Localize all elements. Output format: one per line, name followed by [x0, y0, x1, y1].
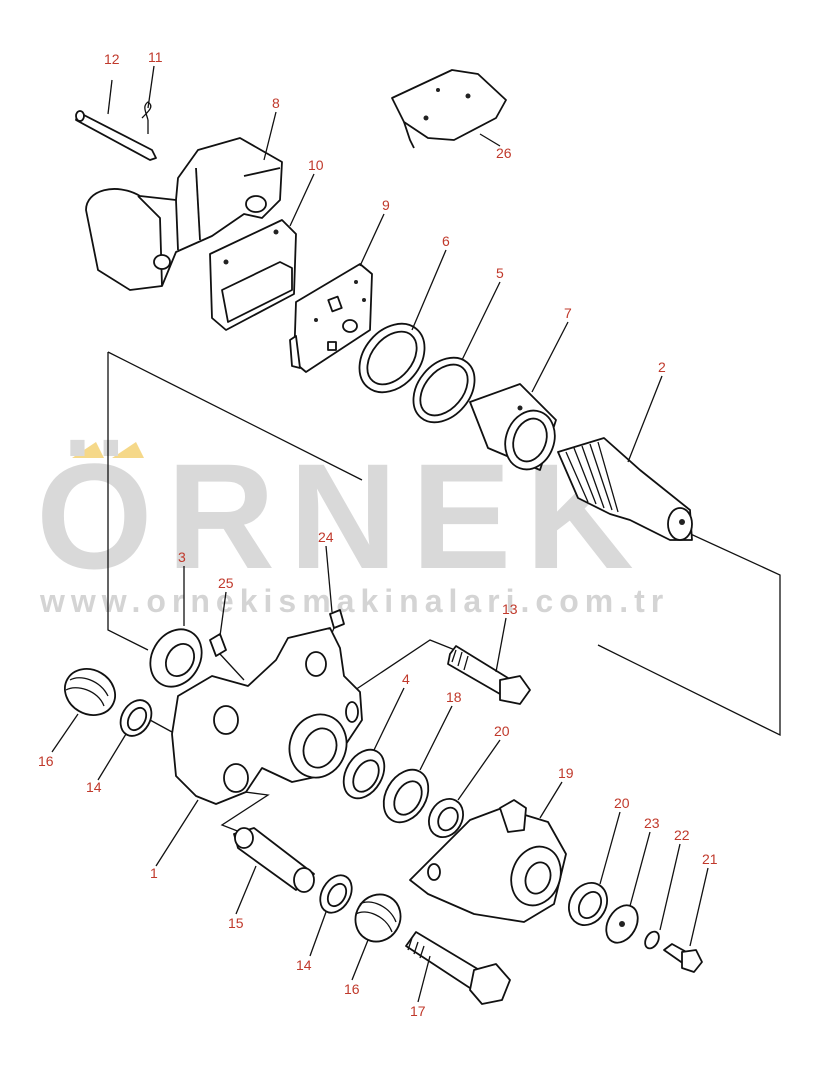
- callout-22: 22: [674, 827, 690, 843]
- part-14-ring-lower: [319, 874, 353, 914]
- part-16-boot-upper: [64, 668, 116, 716]
- callout-14-upper: 14: [86, 779, 102, 795]
- callout-15: 15: [228, 915, 244, 931]
- part-21-bolt: [663, 943, 703, 973]
- callout-6: 6: [442, 233, 450, 249]
- callout-5: 5: [496, 265, 504, 281]
- callout-13: 13: [502, 601, 518, 617]
- part-5-seal-ring: [412, 356, 476, 424]
- callout-7: 7: [564, 305, 572, 321]
- callout-16-upper: 16: [38, 753, 54, 769]
- part-6-ring: [358, 322, 426, 394]
- callout-25: 25: [218, 575, 234, 591]
- watermark-accent-right: [112, 442, 144, 458]
- callout-8: 8: [272, 95, 280, 111]
- part-12-pin: [75, 110, 157, 161]
- watermark-url: www.ornekismakinalari.com.tr: [39, 583, 669, 619]
- part-25-grease-fitting: [209, 633, 245, 681]
- callout-20-upper: 20: [494, 723, 510, 739]
- leader-lines: [51, 65, 709, 1003]
- callout-4: 4: [402, 671, 410, 687]
- callout-14-lower: 14: [296, 957, 312, 973]
- part-4-bearing: [342, 748, 386, 800]
- callout-21: 21: [702, 851, 718, 867]
- callout-1: 1: [150, 865, 158, 881]
- watermark-brand: ÖRNEK: [36, 432, 648, 600]
- part-2-splined-shaft: [557, 437, 693, 541]
- callout-24: 24: [318, 529, 334, 545]
- part-9-port-plate: [289, 263, 373, 373]
- part-13-bolt: [447, 645, 531, 705]
- part-1-housing: [171, 627, 363, 805]
- callout-20-lower: 20: [614, 795, 630, 811]
- part-11-clip: [141, 101, 152, 134]
- part-7-sleeve: [469, 383, 557, 471]
- part-14-ring-upper: [119, 699, 153, 737]
- part-20-bushing-left: [428, 798, 464, 838]
- part-10-gasket-plate: [209, 219, 297, 331]
- callout-16-lower: 16: [344, 981, 360, 997]
- assembly-guide-lines: [107, 351, 781, 833]
- callout-18: 18: [446, 689, 462, 705]
- part-19-lever-arm: [409, 799, 567, 923]
- part-15-pin: [233, 827, 315, 893]
- callout-11: 11: [148, 49, 163, 65]
- part-22-lock-washer: [644, 930, 660, 950]
- part-3-seal: [149, 628, 203, 688]
- part-16-boot-lower: [354, 893, 402, 943]
- part-18-washer: [382, 768, 430, 824]
- callout-2: 2: [658, 359, 666, 375]
- callout-10: 10: [308, 157, 324, 173]
- part-20-bushing-right: [568, 882, 608, 926]
- callout-17: 17: [410, 1003, 426, 1019]
- watermark-accent-left: [72, 442, 104, 458]
- callout-3: 3: [178, 549, 186, 565]
- callout-9: 9: [382, 197, 390, 213]
- callout-labels: 12 11 8 26 10 9 6 5 7 2 3 24 25 13 4 18 …: [38, 49, 718, 1019]
- callout-23: 23: [644, 815, 660, 831]
- part-23-washer: [605, 904, 639, 944]
- part-8-yoke-bracket: [85, 137, 283, 291]
- callout-12: 12: [104, 51, 120, 67]
- callout-26: 26: [496, 145, 512, 161]
- part-26-cover-plate: [391, 69, 507, 149]
- callout-19: 19: [558, 765, 574, 781]
- part-17-bolt: [405, 931, 511, 1005]
